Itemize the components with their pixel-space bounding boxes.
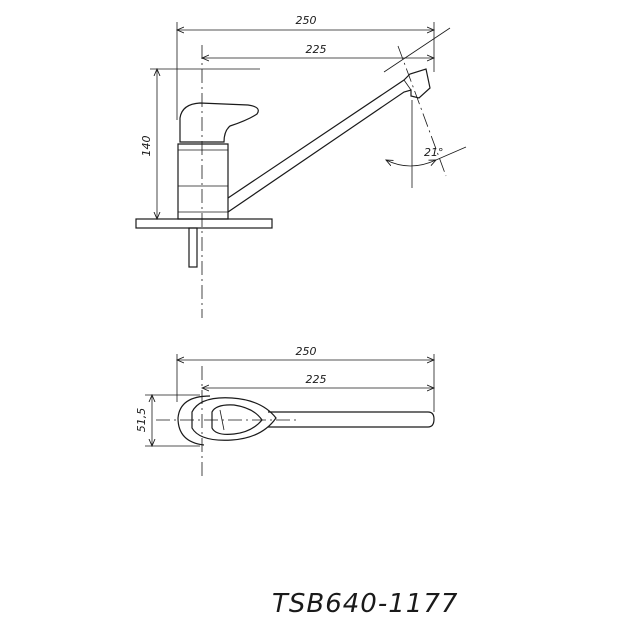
dimension-body-diameter: 51,5 bbox=[135, 395, 200, 446]
angle-arc bbox=[386, 160, 436, 167]
dimension-body-diameter-label: 51,5 bbox=[135, 408, 148, 433]
top-view: 250 225 51,5 bbox=[135, 345, 434, 476]
model-code: TSB640-1177 bbox=[272, 589, 458, 619]
dimension-top-spout-reach-label: 225 bbox=[306, 373, 327, 386]
base-plate bbox=[135, 218, 273, 229]
dimension-height: 140 bbox=[140, 69, 260, 219]
dimension-top-overall-width-label: 250 bbox=[296, 345, 317, 358]
top-lever bbox=[191, 397, 277, 441]
top-spout bbox=[268, 411, 435, 428]
spout bbox=[227, 68, 431, 213]
side-view: 250 225 140 2 bbox=[135, 14, 467, 318]
spout-axis-line bbox=[383, 27, 451, 73]
mounting-stud bbox=[188, 227, 198, 268]
dimension-top-overall-width: 250 bbox=[177, 345, 434, 412]
lever-handle bbox=[179, 102, 259, 143]
dimension-height-label: 140 bbox=[140, 136, 153, 157]
dimension-spout-reach: 225 bbox=[202, 43, 434, 58]
top-body-outline bbox=[177, 395, 211, 446]
faucet-body bbox=[177, 143, 229, 220]
dimension-overall-width: 250 bbox=[177, 14, 434, 120]
dimension-spout-reach-label: 225 bbox=[306, 43, 327, 56]
dimension-top-spout-reach: 225 bbox=[202, 373, 434, 388]
outlet-axis-line bbox=[397, 45, 447, 177]
dimension-overall-width-label: 250 bbox=[296, 14, 317, 27]
top-lever-inner bbox=[211, 404, 263, 435]
angle-label: 21° bbox=[424, 146, 444, 159]
